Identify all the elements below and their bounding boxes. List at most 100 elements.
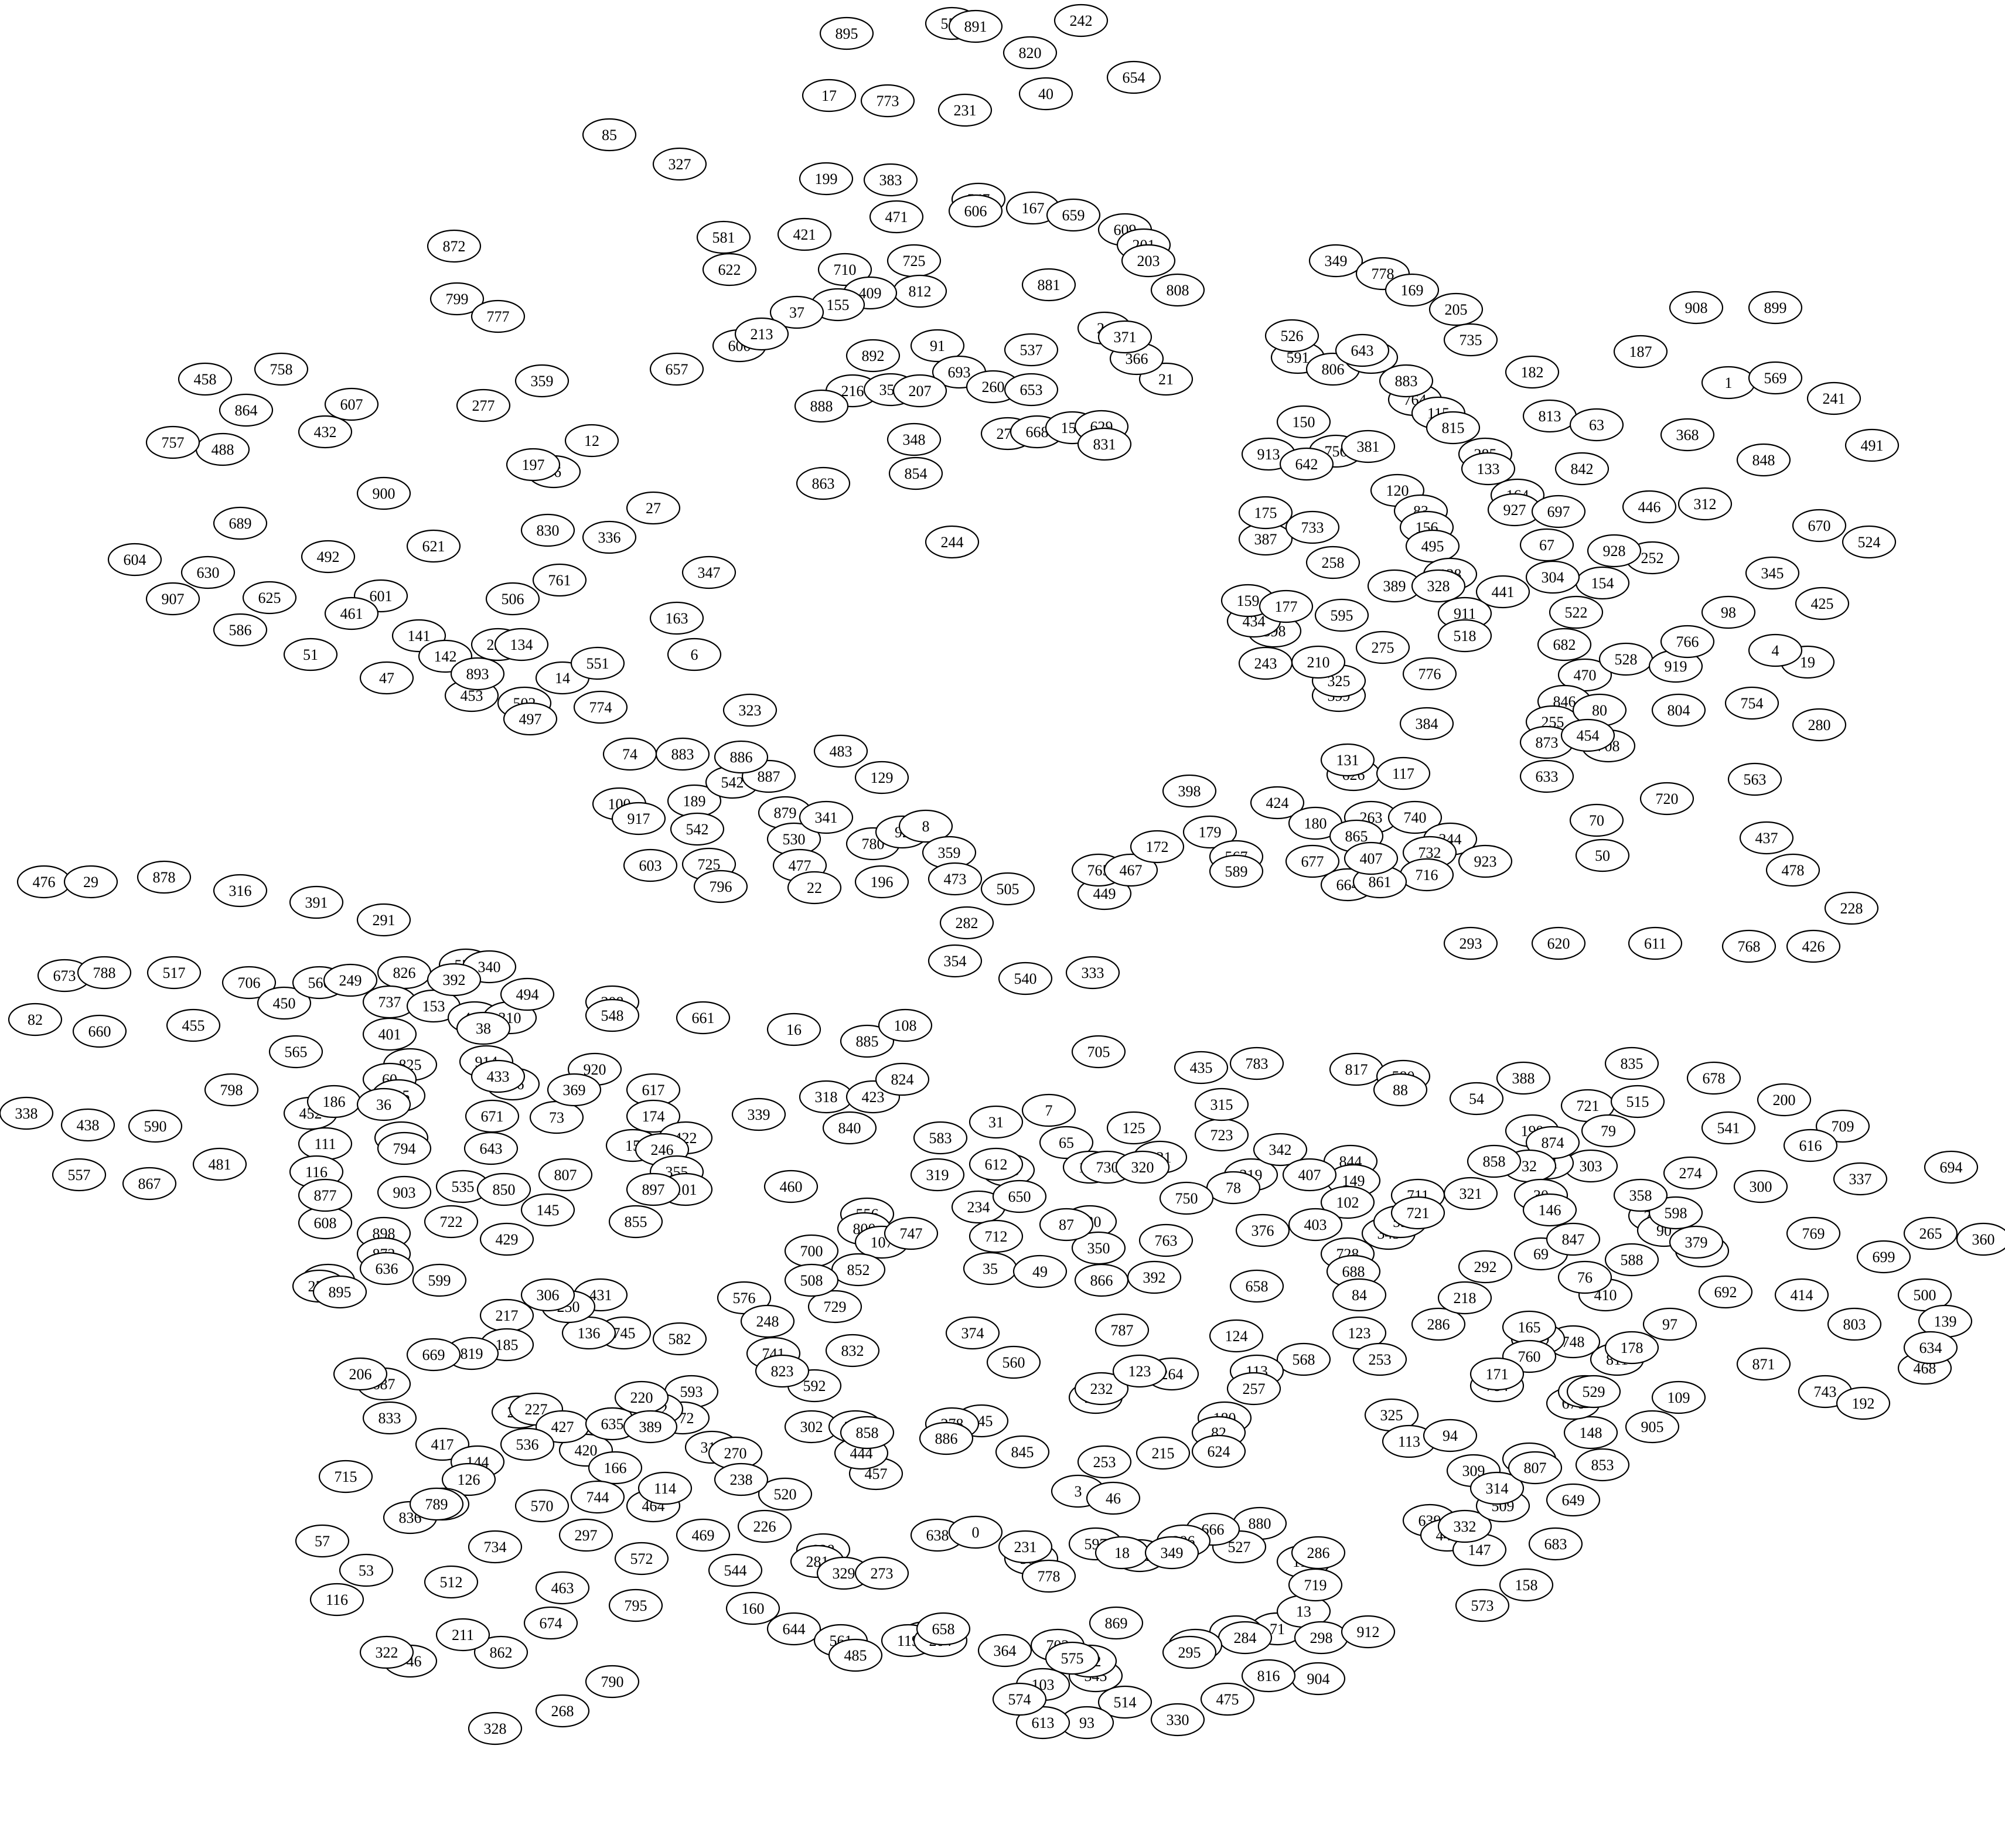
node-ellipse (506, 448, 561, 482)
graph-node: 900 (356, 476, 411, 510)
graph-node: 98 (1701, 595, 1756, 629)
node-label: 886 (730, 749, 753, 766)
node-ellipse (822, 1111, 877, 1145)
node-ellipse (1399, 707, 1454, 741)
node-label: 76 (1577, 1269, 1593, 1286)
node-ellipse (1241, 1659, 1296, 1693)
node-label: 160 (742, 1600, 765, 1617)
node-label: 154 (1591, 575, 1614, 592)
node-label: 207 (909, 383, 932, 400)
node-label: 94 (1443, 1427, 1458, 1444)
node-label: 653 (1020, 381, 1043, 398)
node-label: 333 (1082, 964, 1104, 981)
node-label: 220 (630, 1389, 653, 1406)
node-label: 78 (1226, 1179, 1241, 1196)
node-label: 97 (1662, 1316, 1677, 1333)
node-label: 123 (1348, 1325, 1371, 1342)
node-label: 481 (209, 1156, 231, 1173)
node-label: 526 (1281, 328, 1304, 345)
node-label: 788 (93, 964, 116, 981)
node-ellipse (424, 1565, 479, 1599)
node-label: 455 (182, 1017, 205, 1034)
node-label: 491 (1861, 437, 1884, 454)
graph-node: 171 (1469, 1357, 1525, 1391)
node-label: 50 (1595, 847, 1610, 864)
graph-node: 694 (1924, 1150, 1979, 1184)
graph-node: 47 (359, 661, 414, 695)
node-label: 661 (692, 1010, 715, 1027)
graph-node: 455 (166, 1008, 221, 1042)
node-label: 197 (522, 456, 545, 473)
graph-node: 349 (1144, 1536, 1199, 1570)
node-label: 873 (1536, 734, 1559, 751)
graph-node: 643 (1335, 333, 1390, 367)
graph-node: 114 (637, 1471, 693, 1505)
node-label: 330 (1167, 1711, 1189, 1728)
node-ellipse (359, 661, 414, 695)
node-ellipse (538, 1158, 593, 1192)
node-ellipse (763, 1170, 819, 1203)
node-label: 789 (425, 1496, 448, 1513)
graph-node: 175 (1238, 496, 1293, 530)
graph-node: 426 (1786, 929, 1841, 963)
node-ellipse (1604, 1046, 1659, 1080)
node-ellipse (1039, 1208, 1094, 1242)
node-label: 302 (800, 1419, 823, 1436)
graph-node: 40 (1018, 77, 1073, 111)
node-ellipse (1423, 1419, 1478, 1453)
node-label: 569 (1764, 370, 1787, 387)
node-ellipse (854, 761, 909, 795)
graph-node: 824 (875, 1062, 930, 1096)
graph-node: 369 (547, 1073, 602, 1107)
node-label: 790 (601, 1673, 624, 1690)
node-ellipse (479, 1222, 534, 1256)
node-label: 904 (1307, 1670, 1330, 1687)
node-label: 817 (1345, 1061, 1368, 1078)
graph-node: 653 (1004, 373, 1059, 407)
node-label: 454 (1577, 727, 1600, 744)
node-ellipse (916, 1612, 971, 1646)
graph-node: 826 (377, 956, 432, 990)
graph-node: 371 (1097, 320, 1152, 354)
node-ellipse (1903, 1216, 1958, 1250)
node-label: 82 (28, 1011, 43, 1028)
node-label: 654 (1123, 69, 1145, 86)
node-label: 642 (1295, 456, 1318, 473)
graph-node: 150 (1276, 405, 1331, 439)
graph-node: 721 (1390, 1196, 1445, 1230)
node-label: 73 (549, 1109, 564, 1126)
node-label: 612 (985, 1156, 1008, 1173)
node-label: 414 (1791, 1287, 1813, 1304)
node-label: 349 (1325, 253, 1348, 270)
node-label: 337 (1849, 1171, 1872, 1188)
node-label: 46 (1106, 1490, 1121, 1507)
node-ellipse (1663, 1156, 1718, 1190)
node-label: 473 (944, 871, 967, 888)
node-label: 471 (885, 209, 908, 226)
graph-node: 330 (1150, 1703, 1205, 1737)
graph-node: 97 (1642, 1307, 1697, 1341)
graph-node: 315 (1194, 1087, 1249, 1121)
node-ellipse (681, 555, 736, 589)
graph-node: 723 (1194, 1118, 1249, 1152)
graph-node: 928 (1587, 534, 1642, 568)
node-ellipse (8, 1003, 63, 1036)
graph-node: 192 (1836, 1386, 1891, 1420)
node-label: 304 (1542, 569, 1564, 586)
graph-node: 146 (1522, 1193, 1577, 1227)
graph-node: 847 (1546, 1222, 1601, 1256)
node-label: 747 (900, 1225, 923, 1242)
node-label: 515 (1626, 1093, 1649, 1110)
graph-node: 831 (1077, 427, 1132, 461)
node-ellipse (1575, 1448, 1630, 1482)
node-ellipse (503, 702, 558, 736)
graph-node: 692 (1698, 1275, 1753, 1309)
node-label: 329 (833, 1565, 855, 1582)
node-ellipse (476, 1172, 531, 1206)
node-label: 0 (972, 1524, 980, 1541)
node-label: 886 (935, 1430, 958, 1447)
node-label: 575 (1061, 1650, 1084, 1667)
node-label: 148 (1580, 1424, 1602, 1441)
graph-node: 478 (1765, 853, 1820, 887)
graph-node: 535 (435, 1170, 490, 1203)
